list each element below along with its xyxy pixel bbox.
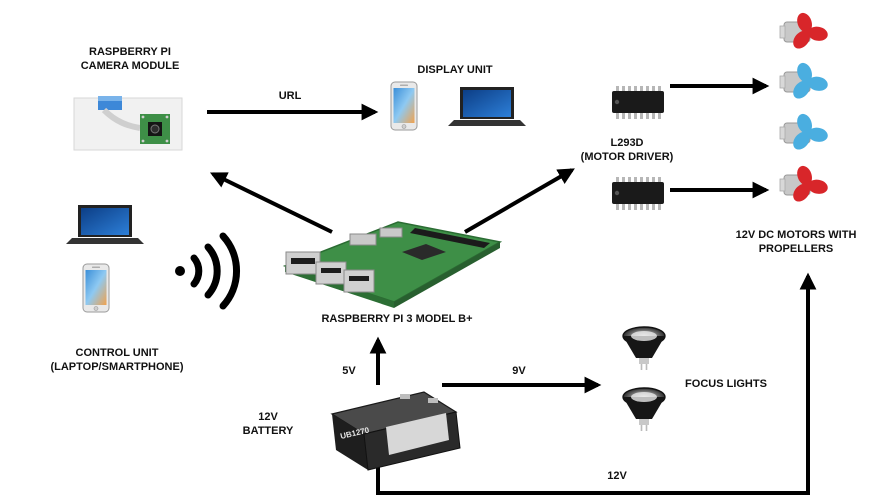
- arrow-pi-to-camera: [209, 172, 333, 234]
- laptop-icon: [448, 87, 526, 126]
- dc-motors-label: 12V DC MOTORS WITH PROPELLERS: [735, 229, 857, 255]
- motor-propeller-4: [779, 163, 829, 205]
- spotlight-icon-top: [622, 326, 666, 371]
- url-label: URL: [278, 90, 302, 102]
- raspberry-pi-label: RASPBERRY PI 3 MODEL B+: [321, 313, 473, 325]
- twelve-volt-label: 12V: [607, 470, 627, 482]
- control-unit-label: CONTROL UNIT (LAPTOP/SMARTPHONE): [50, 347, 184, 373]
- ic-chip-icon-top: [612, 86, 664, 119]
- arrow-battery-to-motors: [376, 272, 817, 495]
- smartphone-icon: [390, 81, 418, 131]
- motor-driver-label: L293D (MOTOR DRIVER): [580, 137, 674, 163]
- spotlight-icon-bottom: [622, 387, 666, 432]
- ic-chip-icon-bottom: [612, 177, 664, 210]
- motor-propeller-3: [779, 111, 829, 153]
- focus-lights-label: FOCUS LIGHTS: [685, 378, 767, 390]
- battery-label: 12V BATTERY: [242, 411, 294, 437]
- wifi-signal-icon: [175, 232, 240, 310]
- connection-arrows: [207, 77, 817, 495]
- arrow-pi-to-motor-driver: [463, 168, 575, 234]
- motor-propeller-2: [779, 60, 829, 102]
- nine-volt-label: 9V: [512, 365, 526, 377]
- display-unit-label: DISPLAY UNIT: [417, 64, 493, 76]
- camera-module-icon: [73, 96, 183, 151]
- five-volt-label: 5V: [342, 365, 356, 377]
- camera-module-label: RASPBERRY PI CAMERA MODULE: [80, 46, 180, 72]
- control-laptop-icon: [66, 205, 144, 244]
- raspberry-pi-board-icon: [282, 221, 503, 308]
- battery-icon: UB1270: [330, 391, 461, 471]
- control-smartphone-icon: [82, 263, 110, 313]
- motor-propeller-1: [779, 10, 829, 52]
